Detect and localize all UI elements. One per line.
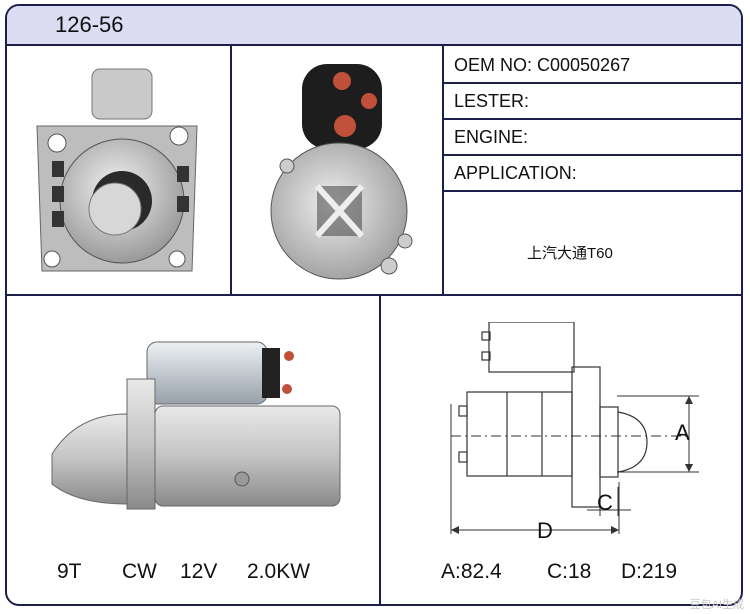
oem-number: OEM NO: C00050267 [454, 55, 631, 75]
product-sheet: 126-56 [5, 4, 743, 606]
voltage: 12V [180, 560, 218, 583]
dim-label-a: A [675, 420, 690, 445]
rotation: CW [122, 560, 157, 583]
part-number-title: 126-56 [55, 12, 124, 37]
watermark: 豆包AI生成 [689, 599, 744, 611]
divider [442, 46, 444, 296]
teeth-count: 9T [57, 560, 82, 583]
lester-label: LESTER: [454, 91, 530, 111]
engine-label: ENGINE: [454, 127, 529, 147]
divider [379, 294, 381, 604]
power: 2.0KW [247, 560, 311, 583]
divider [7, 294, 741, 296]
application-value: 上汽大通T60 [527, 245, 613, 262]
dimension-diagram [450, 322, 699, 534]
application-label: APPLICATION: [454, 163, 577, 183]
dim-label-c: C [597, 490, 613, 515]
divider [230, 46, 232, 296]
dimension-d: D:219 [621, 560, 678, 583]
header-bar: 126-56 [7, 6, 741, 46]
starter-rear-photo [270, 64, 413, 280]
divider [442, 118, 741, 120]
divider [442, 82, 741, 84]
starter-front-photo [36, 68, 198, 272]
divider [442, 154, 741, 156]
starter-side-photo [51, 341, 341, 510]
divider [442, 190, 741, 192]
dimension-a: A:82.4 [441, 560, 502, 583]
dimension-c: C:18 [547, 560, 592, 583]
dim-label-d: D [537, 518, 553, 543]
